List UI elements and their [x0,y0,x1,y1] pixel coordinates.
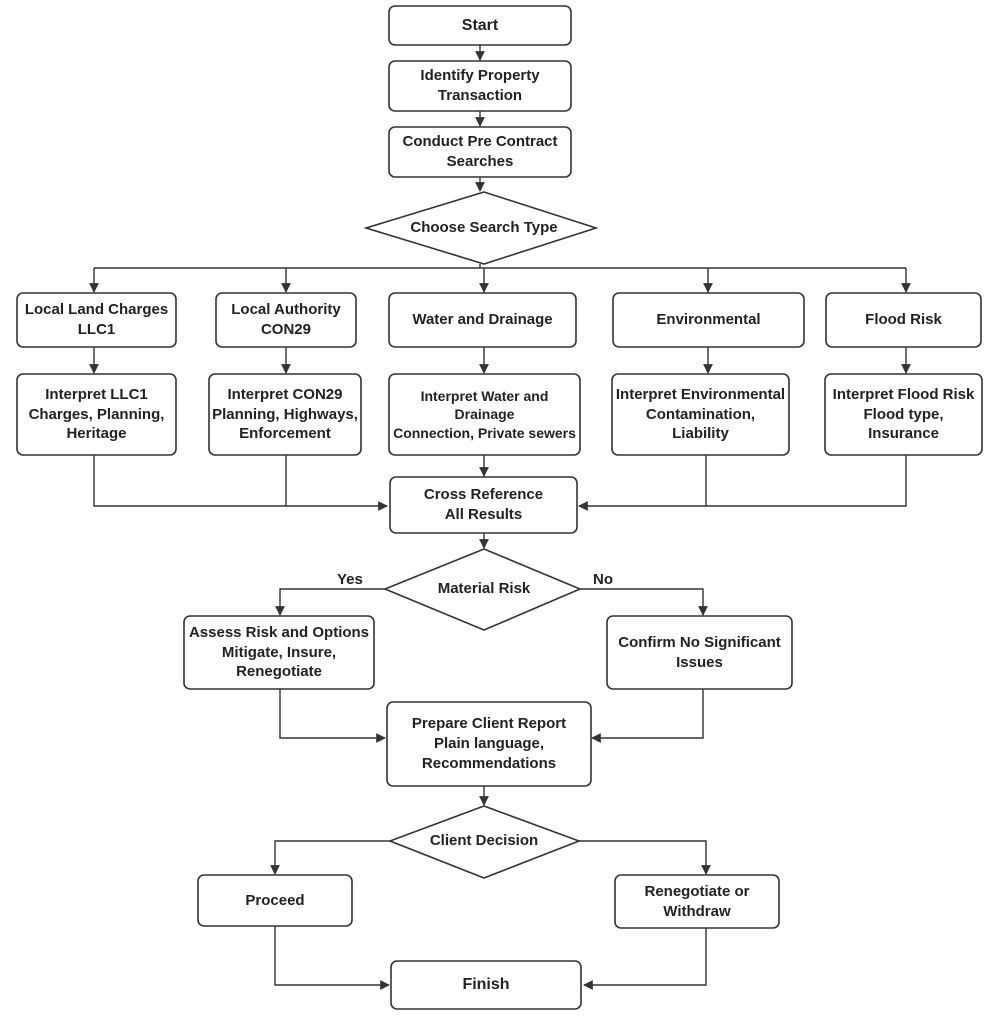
arrow-renegotiate-finish [583,928,707,990]
renegotiate-label: Renegotiate or Withdraw [644,882,750,920]
interpret-water-node [388,373,581,456]
choose-decision [363,191,599,265]
arrow-material-yes [275,588,387,616]
con29-node [215,292,357,348]
arrow-interpret-flood-cross [578,455,907,511]
interpret-con29-label: Interpret CON29 Planning, Highways, Enfo… [212,385,358,443]
assess-node [183,615,375,690]
no-label: No [593,571,613,588]
assess-label: Assess Risk and Options Mitigate, Insure… [188,623,370,681]
arrow-confirm-prepare [591,689,704,743]
environmental-label: Environmental [656,311,761,329]
interpret-flood-node [824,373,983,456]
interpret-llc1-node [16,373,177,456]
proceed-node [197,874,353,927]
llc1-node [16,292,177,348]
arrow-client-renegotiate [578,840,711,875]
arrow-client-proceed [270,840,390,875]
confirm-node [606,615,793,690]
interpret-water-label: Interpret Water and Drainage Connection,… [393,387,576,441]
choose-label: Choose Search Type [410,219,558,237]
finish-label: Finish [462,976,510,994]
finish-node [390,960,582,1010]
material-decision [382,548,583,631]
client-label: Client Decision [429,832,539,850]
environmental-node [612,292,805,348]
interpret-env-label: Interpret Environmental Contamination, L… [615,385,786,443]
start-node [388,5,572,46]
yes-label: Yes [337,571,363,588]
flood-label: Flood Risk [865,311,942,329]
arrow-material-no [579,588,708,616]
proceed-label: Proceed [245,891,305,909]
material-label: Material Risk [437,580,531,598]
cross-label: Cross Reference All Results [423,486,544,523]
connectors [89,45,911,990]
interpret-flood-label: Interpret Flood Risk Flood type, Insuran… [832,385,975,443]
start-label: Start [461,16,499,34]
interpret-env-node [611,373,790,456]
prepare-label: Prepare Client Report Plain language, Re… [411,715,567,772]
arrow-interpret-llc1-cross [93,455,388,511]
confirm-label: Confirm No Significant Issues [618,633,781,671]
renegotiate-node [614,874,780,929]
client-decision [387,805,582,879]
con29-label: Local Authority CON29 [231,301,341,338]
prepare-node [386,701,592,787]
interpret-con29-node [208,373,362,456]
conduct-label: Conduct Pre Contract Searches [402,133,558,170]
cross-node [389,476,578,534]
node-shapes [16,5,983,1010]
arrow-assess-prepare [279,689,386,743]
arrow-proceed-finish [274,926,390,990]
llc1-label: Local Land Charges LLC1 [24,301,169,338]
interpret-llc1-label: Interpret LLC1 Charges, Planning, Herita… [28,385,165,443]
water-node [388,292,577,348]
identify-node [388,60,572,112]
identify-label: Identify Property Transaction [420,67,540,104]
water-label: Water and Drainage [412,311,553,329]
conduct-node [388,126,572,178]
flood-node [825,292,982,348]
